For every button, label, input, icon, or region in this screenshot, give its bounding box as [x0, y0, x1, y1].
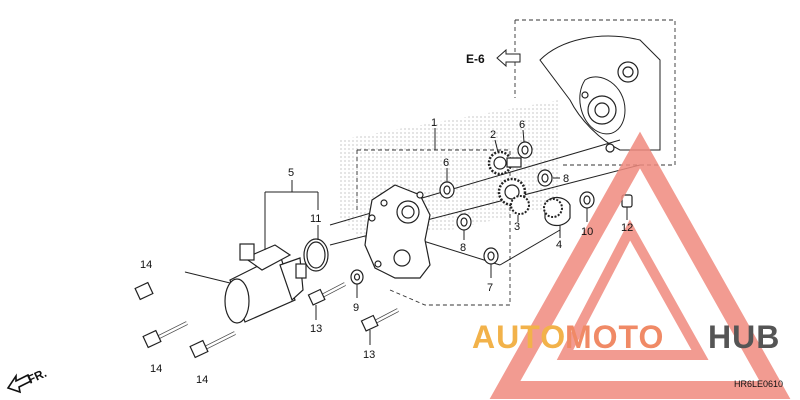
leader-lines	[264, 129, 628, 345]
callout-14b: 14	[150, 363, 162, 375]
bolt-13b	[360, 308, 399, 332]
collar-10	[579, 191, 595, 209]
callout-10: 10	[581, 226, 593, 238]
callout-13a: 13	[310, 323, 322, 335]
gear-housing	[364, 184, 431, 279]
callout-11: 11	[310, 213, 321, 225]
callout-2: 2	[490, 129, 496, 141]
bearing-8a	[537, 169, 553, 187]
bearing-6b	[439, 181, 455, 199]
callout-5: 5	[288, 167, 294, 179]
callout-4: 4	[556, 239, 562, 251]
callout-1: 1	[431, 117, 437, 129]
callout-6a: 6	[519, 119, 525, 131]
bolt-14a	[134, 270, 231, 301]
shift-motor	[224, 243, 307, 324]
gear-3	[497, 177, 530, 215]
diagram-code: HR6LE0610	[734, 379, 783, 389]
callout-12: 12	[621, 222, 633, 234]
watermark-part2: MOTO	[565, 319, 664, 355]
bearing-7	[483, 247, 499, 265]
callout-14a: 14	[140, 259, 152, 271]
callout-3: 3	[514, 221, 520, 233]
engine-case	[514, 19, 676, 166]
callout-8b: 8	[460, 242, 466, 254]
watermark-triangle	[489, 131, 791, 399]
callout-13b: 13	[363, 349, 375, 361]
washer-9	[350, 269, 364, 285]
watermark-logo: AUTO MOTO HUB	[472, 319, 780, 355]
bolt-13a	[307, 282, 346, 306]
reference-arrow: E-6	[466, 48, 521, 68]
reference-label: E-6	[466, 52, 485, 66]
callouts: 1 2 3 4 5 6 6 7 8 8 9 10 11 12 13 13 14 …	[140, 117, 633, 386]
callout-8a: 8	[563, 173, 569, 185]
o-ring	[303, 238, 329, 272]
front-direction-label: FR.	[25, 366, 48, 387]
watermark-part3: HUB	[708, 319, 780, 355]
callout-6b: 6	[443, 157, 449, 169]
bolt-14b	[142, 321, 188, 349]
front-direction-arrow: FR.	[6, 366, 49, 394]
group-1-bracket	[356, 128, 511, 306]
gear-4	[543, 196, 571, 227]
gear-2	[487, 150, 522, 176]
callout-9: 9	[353, 302, 359, 314]
bearing-6a	[517, 141, 533, 159]
callout-7: 7	[487, 282, 493, 294]
watermark-part1: AUTO	[472, 319, 566, 355]
bolt-14c	[189, 331, 236, 359]
bearing-8b	[456, 213, 472, 231]
callout-14c: 14	[196, 374, 208, 386]
